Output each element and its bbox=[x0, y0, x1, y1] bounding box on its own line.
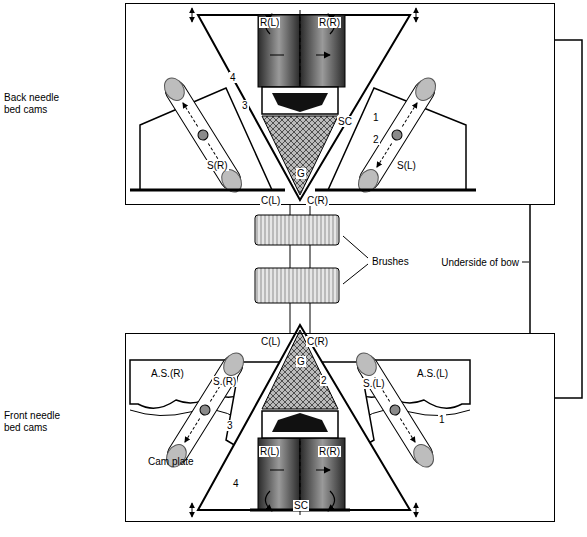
bow-bracket bbox=[555, 40, 582, 398]
bed-edge bbox=[250, 509, 350, 512]
callout-number: 1 bbox=[372, 112, 380, 123]
bow-connector bbox=[529, 205, 531, 333]
part-label: Cam plate bbox=[148, 456, 218, 468]
part-label: G bbox=[296, 168, 306, 179]
part-label: R(L) bbox=[259, 446, 280, 457]
callout-number: 1 bbox=[438, 414, 446, 425]
panel-heading: Back needle bed cams bbox=[4, 92, 76, 116]
leader-line bbox=[522, 262, 529, 263]
needle-bed-panel: Front needle bed camsCam plate bbox=[125, 333, 555, 522]
panel-heading: Front needle bed cams bbox=[4, 410, 76, 434]
part-label: S(R) bbox=[206, 160, 229, 171]
callout-number: 3 bbox=[226, 420, 234, 431]
part-label: C(R) bbox=[306, 336, 329, 347]
slotted-bar bbox=[352, 349, 439, 472]
slotted-bar bbox=[162, 349, 249, 472]
part-label: R(L) bbox=[259, 17, 280, 28]
bed-edge bbox=[130, 189, 476, 192]
part-label: Brushes bbox=[371, 256, 410, 267]
part-label: S(L) bbox=[396, 160, 417, 171]
part-label: G bbox=[296, 356, 306, 367]
part-label: C(L) bbox=[260, 195, 281, 206]
callout-number: 4 bbox=[232, 478, 240, 489]
part-label: A.S.(R) bbox=[150, 368, 185, 379]
callout-number: 4 bbox=[229, 72, 237, 83]
part-label: R(R) bbox=[318, 17, 341, 28]
brush bbox=[255, 215, 339, 245]
part-label: A.S.(L) bbox=[416, 368, 449, 379]
needle-bed-panel: Back needle bed cams bbox=[125, 3, 555, 205]
part-label: R(R) bbox=[318, 446, 341, 457]
centre-cams-front bbox=[192, 325, 416, 517]
part-label: S.(R) bbox=[212, 376, 237, 387]
callout-number: 3 bbox=[241, 100, 249, 111]
part-label: C(L) bbox=[260, 336, 281, 347]
callout-number: 2 bbox=[372, 134, 380, 145]
leader-line bbox=[343, 236, 368, 284]
part-label: S.(L) bbox=[362, 378, 386, 389]
brush bbox=[255, 268, 339, 303]
part-label: SC bbox=[337, 116, 353, 127]
callout-number: 2 bbox=[320, 375, 328, 386]
slotted-bar bbox=[354, 74, 441, 197]
edge-label: Underside of bow bbox=[440, 257, 520, 268]
part-label: C(R) bbox=[306, 195, 329, 206]
part-label: SC bbox=[293, 500, 309, 511]
slotted-bar bbox=[160, 74, 247, 197]
